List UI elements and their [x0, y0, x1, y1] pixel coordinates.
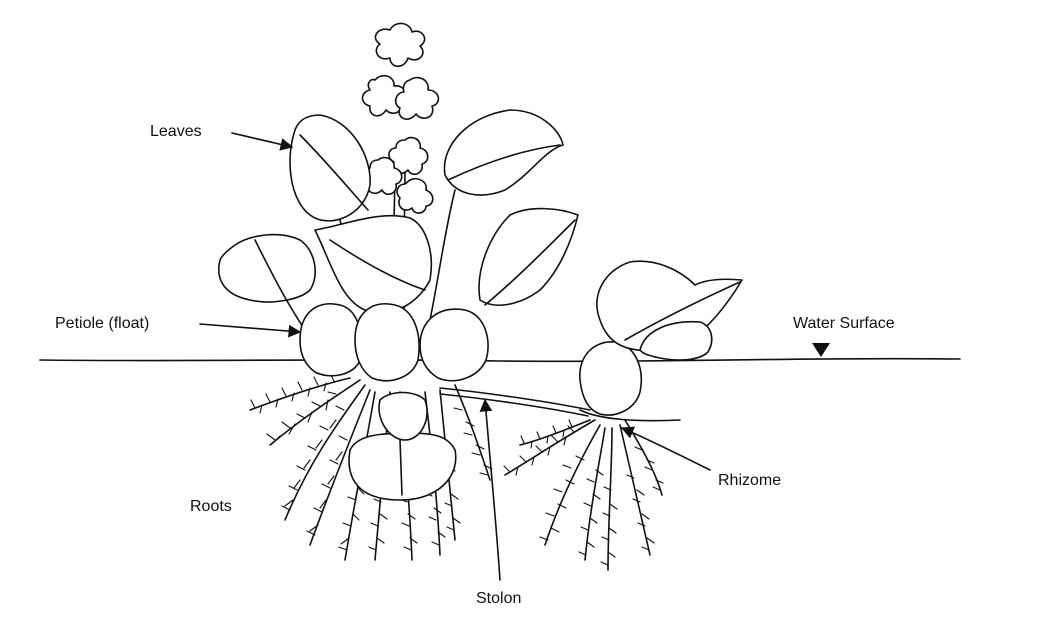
- label-petiole: Petiole (float): [55, 315, 149, 333]
- rhizome-pointer: [622, 428, 710, 470]
- stolon-line: [440, 388, 590, 410]
- petiole-float-center: [355, 304, 419, 381]
- leaf-right-main: [479, 209, 578, 306]
- leaf-middle: [315, 216, 431, 313]
- label-rhizome: Rhizome: [718, 472, 781, 490]
- leaf-top-right: [444, 110, 563, 195]
- label-water-surface: Water Surface: [793, 315, 895, 333]
- label-roots: Roots: [190, 498, 232, 516]
- daughter-plant: [504, 261, 742, 570]
- label-leaves: Leaves: [150, 123, 202, 141]
- petiole-pointer: [200, 324, 300, 332]
- leaf-left-mid: [219, 235, 315, 302]
- stolon-pointer: [485, 400, 500, 580]
- label-stolon: Stolon: [476, 590, 521, 608]
- water-surface-line: [40, 359, 960, 362]
- petiole-float-left: [300, 304, 362, 376]
- leaves-pointer: [232, 133, 292, 147]
- water-surface-marker: [812, 343, 830, 357]
- petiole-float-right: [420, 309, 488, 381]
